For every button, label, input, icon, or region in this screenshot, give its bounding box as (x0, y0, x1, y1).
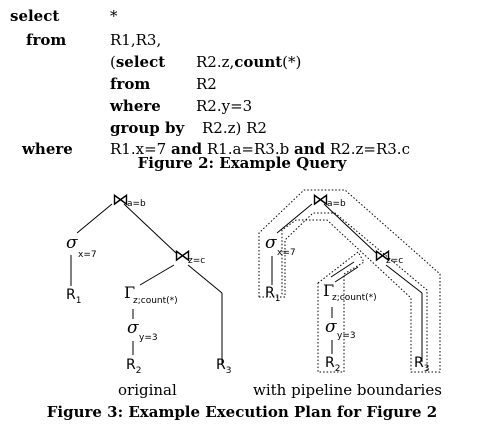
edge-join-to-select-x (76, 203, 113, 234)
relation-r2: R2 (325, 355, 340, 374)
subquery-select-line: (select (110, 53, 165, 71)
groupby-icon: Γ (124, 283, 136, 302)
join-condition-label: a=b (327, 199, 346, 209)
selection-icon: σ (265, 233, 277, 253)
join-icon: ⋈ (374, 246, 391, 266)
subquery-where-value: R2.y=3 (196, 97, 253, 115)
subquery-select-prefix: R2.z, (196, 53, 235, 71)
join-icon: ⋈ (174, 246, 191, 266)
pipeline-boundary-1 (259, 212, 428, 373)
subquery-open-paren: ( (110, 53, 116, 71)
pipeline-boundary-1-outer (258, 189, 441, 373)
selection-icon: σ (325, 317, 337, 337)
selection-condition-label: y=3 (139, 333, 158, 343)
plan-caption-original: original (118, 381, 177, 399)
where-keyword: where (22, 140, 73, 158)
relation-r2-subscript: 2 (135, 365, 142, 376)
selection-icon: σ (66, 233, 78, 253)
edge-join-to-select-x (276, 203, 313, 234)
subquery-where-keyword: where (110, 97, 161, 115)
figure-3-caption: Figure 3: Example Execution Plan for Fig… (46, 403, 438, 421)
figure-2-caption: Figure 2: Example Query (137, 154, 347, 172)
relation-r3-name: R (216, 357, 226, 373)
where-clause: R1.x=7 and R1.a=R3.b and R2.z=R3.c (110, 140, 410, 158)
selection-condition-label: x=7 (277, 248, 296, 258)
relation-r3-subscript: 3 (225, 365, 232, 376)
edge-join-z-to-r3-upper (385, 264, 423, 294)
edge-join-to-join-z (123, 203, 177, 254)
join-condition-label: z=c (188, 256, 206, 266)
pipeline-boundaries (258, 189, 441, 373)
edge-join-z-to-group (139, 264, 175, 286)
relation-r1-subscript: 1 (75, 295, 82, 306)
groupby-label: z;count(*) (133, 296, 178, 306)
subquery-from-keyword: from (110, 75, 151, 93)
plan-caption-pipeline: with pipeline boundaries (253, 381, 442, 399)
selection-condition-label: y=3 (337, 331, 356, 341)
selection-condition-label: x=7 (78, 250, 97, 260)
groupby-icon: Γ (323, 281, 335, 300)
relation-r1-name: R (265, 285, 275, 301)
relation-r2-subscript: 2 (334, 363, 341, 374)
join-condition-label: z=c (386, 256, 404, 266)
edge-join-z-to-group-a (330, 261, 355, 278)
join-icon: ⋈ (312, 190, 329, 210)
relation-r2: R2 (126, 357, 141, 376)
subquery-select-keyword: select (115, 53, 166, 71)
relation-r2-name: R (325, 355, 335, 371)
relation-r1-subscript: 1 (274, 293, 281, 304)
relation-r3-subscript: 3 (423, 363, 430, 374)
subquery-count-keyword: count (234, 53, 283, 71)
from-keyword: from (26, 31, 67, 49)
subquery-groupby-keyword: group by (110, 119, 185, 137)
relation-r3: R3 (216, 357, 231, 376)
relation-r3-name: R (414, 355, 424, 371)
where-predicate-2: R1.a=R3.b (206, 140, 290, 158)
relation-r1-name: R (66, 287, 76, 303)
relation-r3: R3 (414, 355, 429, 374)
selection-icon: σ (127, 318, 139, 338)
select-keyword: select (10, 7, 60, 25)
and-keyword-1: and (170, 140, 203, 158)
groupby-label: z;count(*) (332, 293, 377, 303)
join-condition-label: a=b (127, 199, 146, 209)
join-icon: ⋈ (112, 190, 129, 210)
where-predicate-3: R2.z=R3.c (329, 140, 410, 158)
plan-left-edges (70, 203, 223, 364)
relation-r1: R1 (265, 285, 280, 304)
edge-join-z-to-r3-upper (187, 264, 223, 294)
from-value: R1,R3, (110, 31, 162, 49)
and-keyword-2: and (293, 140, 326, 158)
edge-join-z-to-group-b (334, 266, 359, 283)
relation-r1: R1 (66, 287, 81, 306)
plan-right-edges (271, 203, 423, 362)
subquery-select-value: R2.z,count(*) (196, 53, 301, 71)
where-predicate-1: R1.x=7 (110, 140, 167, 158)
subquery-select-suffix: (*) (282, 53, 302, 71)
select-value: * (110, 7, 118, 25)
subquery-from-value: R2 (196, 75, 217, 93)
subquery-groupby-value: R2.z) R2 (202, 119, 267, 137)
edge-join-to-join-z (323, 203, 377, 254)
relation-r2-name: R (126, 357, 136, 373)
